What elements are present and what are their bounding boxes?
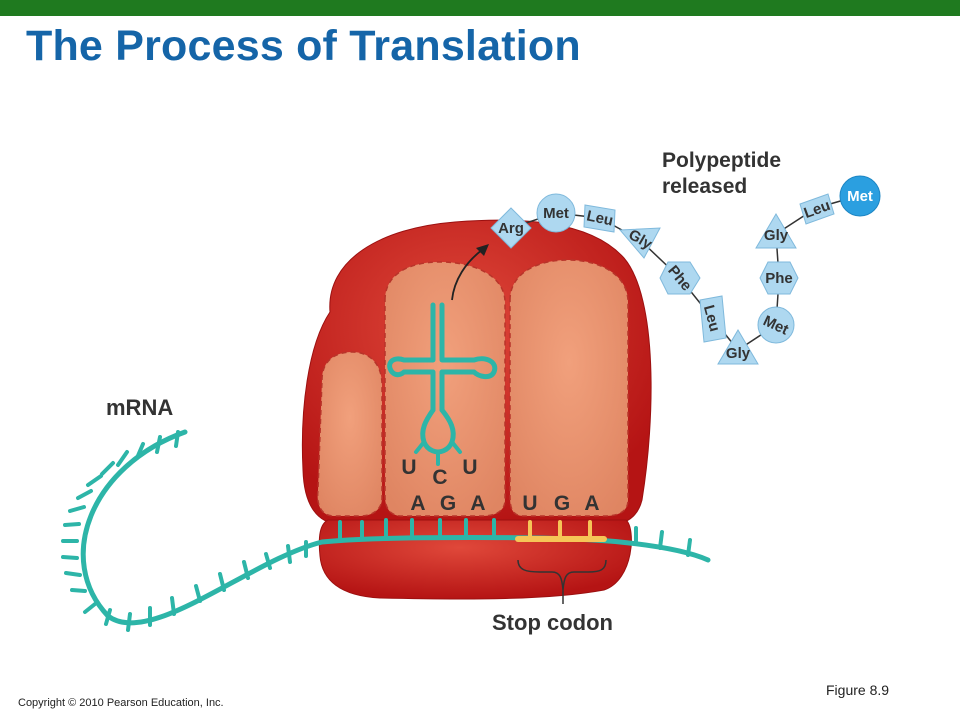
- copyright-text: Copyright © 2010 Pearson Education, Inc.: [18, 697, 224, 709]
- amino-acid-met: Met: [536, 193, 576, 233]
- amino-acid-leu: Leu: [583, 204, 616, 233]
- anticodon: U C U: [401, 456, 477, 489]
- anticodon-ticks: [414, 440, 462, 466]
- amino-acid-gly: Gly: [755, 213, 797, 249]
- stop-codon-highlight: [515, 520, 607, 542]
- stop-codon-base: U: [522, 492, 537, 515]
- polypeptide-label: Polypeptide: [662, 149, 781, 172]
- amino-acid-met: Met: [757, 306, 795, 344]
- codon-base: A: [470, 492, 485, 515]
- amino-acid-leu: Leu: [699, 295, 727, 343]
- amino-acid-label: Met: [543, 205, 569, 222]
- amino-acid-label: Arg: [498, 220, 524, 237]
- anticodon-base: U: [401, 456, 416, 479]
- amino-acid-label: Leu: [802, 197, 833, 222]
- mrna-label: mRNA: [106, 395, 173, 420]
- amino-acid-met-terminal: Met: [839, 175, 881, 217]
- amino-acid-label: Met: [847, 188, 873, 205]
- anticodon-base: C: [432, 466, 447, 489]
- release-arrow: [451, 244, 489, 301]
- mrna-codon: A G A: [410, 492, 485, 515]
- released-label: released: [662, 175, 747, 198]
- amino-acid-label: Leu: [700, 303, 723, 333]
- binding-sites: [316, 259, 629, 517]
- stop-codon-label: Stop codon: [492, 610, 613, 635]
- e-site: [316, 351, 383, 517]
- amino-acid-phe: Phe: [759, 261, 799, 295]
- a-site: [509, 259, 629, 517]
- slide-title: The Process of Translation: [26, 22, 581, 70]
- stop-codon-base: G: [554, 492, 570, 515]
- amino-acid-gly: Gly: [717, 329, 759, 365]
- amino-acid-phe: Phe: [659, 261, 701, 295]
- amino-acid-leu: Leu: [799, 193, 835, 225]
- stop-codon-base: A: [584, 492, 599, 515]
- amino-acid-label: Gly: [726, 345, 751, 362]
- ribosome-small-subunit: [318, 519, 632, 600]
- stop-codon-bases: U G A: [522, 492, 599, 515]
- figure-number: Figure 8.9: [826, 682, 890, 698]
- codon-base: G: [440, 492, 456, 515]
- codon-base: A: [410, 492, 425, 515]
- mrna-strand: [61, 429, 711, 632]
- amino-acid-arg: Arg: [490, 207, 532, 249]
- anticodon-base: U: [462, 456, 477, 479]
- top-bar: [0, 0, 960, 16]
- amino-acid-label: Phe: [765, 270, 793, 287]
- stop-codon-bracket: [517, 559, 607, 604]
- amino-acid-label: Gly: [764, 227, 789, 244]
- amino-acid-label: Leu: [585, 207, 615, 229]
